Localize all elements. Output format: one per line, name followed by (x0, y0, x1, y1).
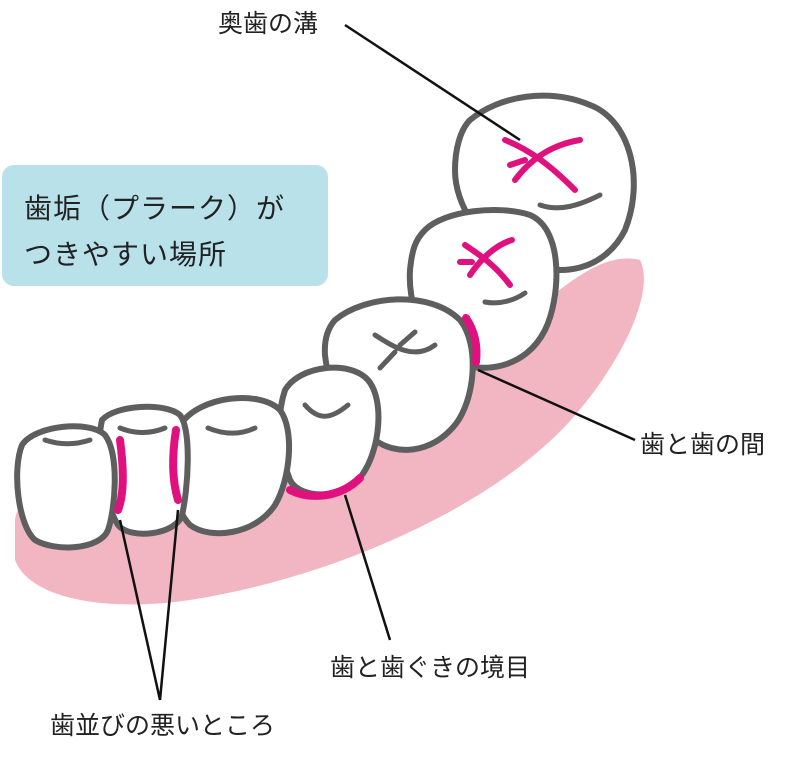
ridge-central-incisor (117, 425, 168, 435)
ridge-lateral-incisor (205, 425, 258, 436)
leader-misaligned-2 (158, 509, 180, 701)
plaque-between-incisors-2 (169, 426, 182, 504)
tooth-canine (276, 364, 382, 498)
leader-between-teeth (477, 368, 636, 442)
plaque-between-incisors-1 (114, 436, 127, 514)
leader-gum-line (343, 494, 392, 641)
leader-molar-groove (344, 23, 521, 142)
tooth-left-incisor (14, 423, 118, 551)
leader-misaligned-1 (118, 519, 162, 701)
groove-second-molar (457, 237, 515, 288)
label-molar-groove: 奥歯の溝 (218, 9, 319, 38)
groove-back-molar (502, 137, 583, 193)
label-between-teeth: 歯と歯の間 (640, 430, 766, 459)
ridge-second-molar (482, 290, 528, 306)
caption-box: 歯垢（プラーク）が つきやすい場所 (2, 165, 328, 286)
ridge-left-incisor (42, 437, 93, 447)
label-gum-line: 歯と歯ぐきの境目 (330, 653, 531, 682)
ridge-canine (302, 402, 351, 419)
plaque-gumline-canine (286, 474, 364, 500)
groove-premolar (372, 329, 438, 371)
plaque-between-molars (462, 314, 481, 366)
label-misaligned: 歯並びの悪いところ (50, 711, 276, 740)
caption-line-1: 歯垢（プラーク）が (24, 192, 286, 225)
ridge-back-molar (537, 192, 603, 211)
caption-line-2: つきやすい場所 (24, 238, 228, 271)
